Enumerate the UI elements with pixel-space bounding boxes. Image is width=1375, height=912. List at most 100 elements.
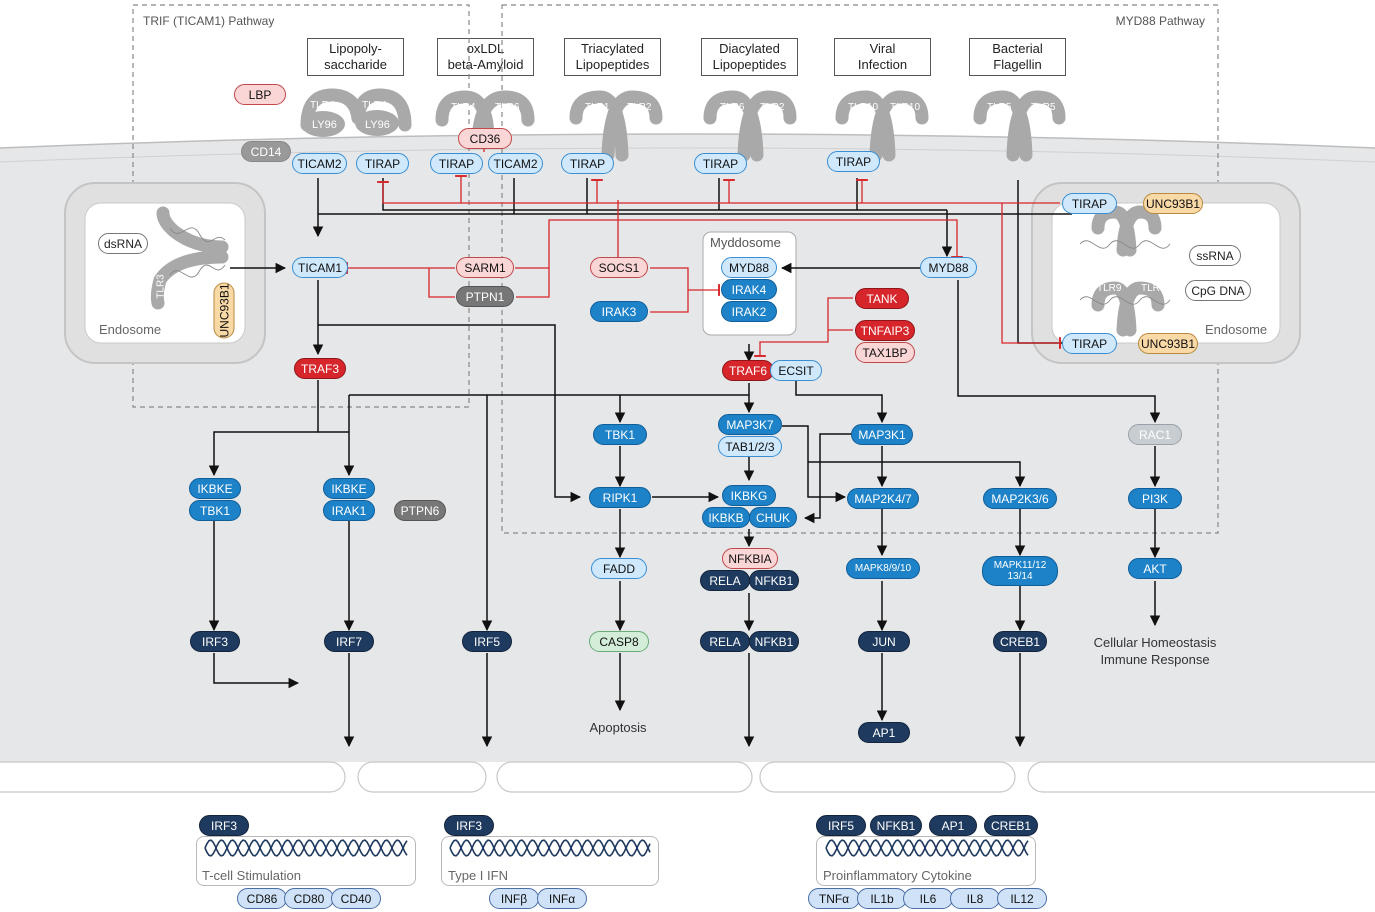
- receptor-label-tlr78: TLR7/8: [1085, 257, 1118, 268]
- gene-tirap: TIRAP: [356, 153, 409, 174]
- cytokine-cd40: CD40: [331, 888, 381, 909]
- ligand-triacylated-lipopeptides: Triacylated Lipopeptides: [564, 38, 661, 76]
- gene-unc93b1: UNC93B1: [1138, 333, 1198, 354]
- gene-ptpn1: PTPN1: [456, 286, 514, 307]
- gene-irak1: IRAK1: [323, 500, 375, 521]
- gene-ikbke: IKBKE: [189, 478, 241, 499]
- gene-casp8: CASP8: [589, 631, 649, 652]
- receptor-label-ly96: LY96: [365, 119, 390, 131]
- nucleus-irf3: IRF3: [199, 815, 249, 836]
- label-tcell-stimulation: T-cell Stimulation: [202, 868, 301, 883]
- gene-chuk: CHUK: [749, 507, 797, 528]
- gene-mapk1114-line1: MAPK11/12: [993, 560, 1047, 571]
- gene-map3k1: MAP3K1: [851, 424, 913, 445]
- receptor-label-tlr2: TLR2: [760, 102, 785, 113]
- gene-cd36: CD36: [458, 128, 512, 149]
- gene-mapk1114: MAPK11/12 13/14: [982, 556, 1058, 586]
- receptor-label-tlr6: TLR6: [495, 102, 520, 113]
- gene-rela: RELA: [700, 570, 750, 591]
- ligand-diacylated-lipopeptides: Diacylated Lipopeptides: [701, 38, 798, 76]
- gene-irak2: IRAK2: [721, 301, 777, 322]
- gene-irf3: IRF3: [190, 631, 240, 652]
- gene-ticam2: TICAM2: [292, 153, 347, 174]
- gene-tirap: TIRAP: [694, 153, 747, 174]
- cytokine-il8: IL8: [950, 888, 1000, 909]
- receptor-label-tlr4: TLR4: [310, 100, 335, 111]
- receptor-label-tlr3: TLR3: [155, 274, 167, 299]
- myd88-pathway-title: MYD88 Pathway: [1115, 14, 1205, 28]
- gene-ap1: AP1: [858, 722, 910, 743]
- cytokine-cd80: CD80: [284, 888, 334, 909]
- gene-unc93b1: UNC93B1: [1143, 193, 1203, 214]
- cytokine-infb: INFβ: [489, 888, 539, 909]
- receptor-label-tlr5: TLR5: [1031, 102, 1056, 113]
- gene-unc93b1-left: UNC93B1: [213, 282, 235, 339]
- cytokine-cd86: CD86: [237, 888, 287, 909]
- receptor-label-tlr9: TLR9: [1141, 283, 1166, 294]
- gene-rela: RELA: [700, 631, 750, 652]
- gene-tnfaip3: TNFAIP3: [855, 320, 915, 341]
- receptor-label-tlr10: TLR10: [890, 102, 921, 113]
- gene-tank: TANK: [855, 288, 909, 309]
- cytokine-tnfa: TNFα: [808, 888, 860, 909]
- gene-myd88: MYD88: [721, 257, 777, 278]
- ly96-blobs: [301, 110, 399, 137]
- label-apoptosis: Apoptosis: [589, 720, 647, 735]
- gene-map2k47: MAP2K4/7: [847, 488, 919, 509]
- receptor-label-tlr78: TLR7/8: [1132, 257, 1165, 268]
- receptor-label-tlr5: TLR5: [987, 102, 1012, 113]
- gene-nfkb1: NFKB1: [749, 570, 799, 591]
- gene-tbk1: TBK1: [593, 424, 647, 445]
- label-endosome-right: Endosome: [1205, 322, 1268, 337]
- gene-myd88: MYD88: [920, 257, 977, 278]
- gene-mapk8910: MAPK8/9/10: [846, 558, 920, 579]
- label-myddosome: Myddosome: [710, 235, 781, 250]
- gene-rac1: RAC1: [1128, 424, 1182, 445]
- nucleus-creb1: CREB1: [984, 815, 1038, 836]
- gene-mapk1114-line2: 13/14: [1007, 571, 1033, 582]
- label-type-i-ifn: Type I IFN: [448, 868, 508, 883]
- receptor-label-tlr3: TLR3: [155, 231, 167, 256]
- gene-ikbke: IKBKE: [323, 478, 375, 499]
- gene-pi3k: PI3K: [1128, 488, 1182, 509]
- gene-tirap-endosome: TIRAP: [1062, 333, 1117, 354]
- nuclear-envelope: [0, 761, 1375, 793]
- cell-membrane: [0, 133, 1375, 149]
- gene-traf3: TRAF3: [294, 358, 346, 379]
- receptor-label-ly96: LY96: [312, 119, 337, 131]
- gene-irak4: IRAK4: [721, 279, 777, 300]
- label-proinflammatory-cytokine: Proinflammatory Cytokine: [823, 868, 972, 883]
- gene-ticam1: TICAM1: [292, 257, 348, 278]
- gene-tirap: TIRAP: [561, 153, 614, 174]
- gene-ripk1: RIPK1: [589, 487, 651, 508]
- gene-tirap: TIRAP: [430, 153, 483, 174]
- gene-ptpn6: PTPN6: [394, 500, 446, 521]
- receptor-label-tlr6: TLR6: [720, 102, 745, 113]
- gene-cd14: CD14: [241, 141, 291, 162]
- nucleus-irf5: IRF5: [816, 815, 866, 836]
- receptor-label-tlr9: TLR9: [1097, 283, 1122, 294]
- gene-ikbkb: IKBKB: [702, 507, 750, 528]
- nucleus-nfkb1: NFKB1: [870, 815, 922, 836]
- gene-tab123: TAB1/2/3: [718, 436, 782, 457]
- gene-map2k36: MAP2K3/6: [983, 488, 1057, 509]
- cytokine-il6: IL6: [903, 888, 953, 909]
- receptor-label-tlr10: TLR10: [848, 102, 879, 113]
- gene-nfkb1: NFKB1: [749, 631, 799, 652]
- ligand-viral-infection: Viral Infection: [834, 38, 931, 76]
- gene-map3k7: MAP3K7: [718, 414, 782, 435]
- receptor-label-tlr2: TLR2: [627, 102, 652, 113]
- ligand-bacterial-flagellin: Bacterial Flagellin: [969, 38, 1066, 76]
- gene-akt: AKT: [1128, 558, 1182, 579]
- nucleus-irf3: IRF3: [444, 815, 494, 836]
- ligand-lps: Lipopoly- saccharide: [307, 38, 404, 76]
- label-cellular-homeostasis: Cellular Homeostasis Immune Response: [1093, 635, 1217, 667]
- receptor-label-tlr1: TLR1: [585, 102, 610, 113]
- gene-irf5: IRF5: [462, 631, 512, 652]
- gene-tirap-endosome: TIRAP: [1062, 193, 1117, 214]
- receptor-label-tlr4: TLR4: [362, 100, 387, 111]
- gene-sarm1: SARM1: [456, 257, 514, 278]
- nucleus-ap1: AP1: [929, 815, 977, 836]
